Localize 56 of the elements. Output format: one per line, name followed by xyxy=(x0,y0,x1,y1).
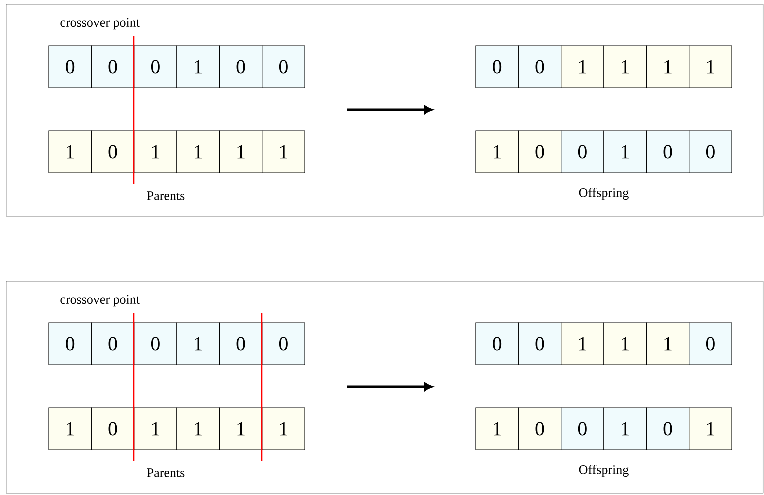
crossover-label: crossover point xyxy=(59,294,141,308)
bit-cell: 1 xyxy=(219,130,263,174)
bit-cell: 1 xyxy=(262,408,306,450)
bit-cell: 0 xyxy=(134,46,178,88)
bit-cell: 0 xyxy=(262,322,306,366)
bit-cell: 0 xyxy=(689,322,732,366)
bit-cell: 1 xyxy=(604,408,647,450)
bit-cell: 1 xyxy=(476,130,519,174)
group-label: Offspring xyxy=(578,187,630,201)
bit-cell: 1 xyxy=(561,322,604,366)
bit-cell: 0 xyxy=(518,408,562,450)
bit-cell: 1 xyxy=(689,46,732,88)
bit-cell: 0 xyxy=(91,408,135,450)
bit-cell: 1 xyxy=(134,130,178,174)
bit-cell: 0 xyxy=(561,408,604,450)
bit-cell: 1 xyxy=(176,46,220,88)
bit-cell: 1 xyxy=(262,130,306,174)
bit-cell: 0 xyxy=(219,46,263,88)
bit-cell: 0 xyxy=(476,46,519,88)
bit-cell: 1 xyxy=(219,408,263,450)
bit-cell: 1 xyxy=(689,408,732,450)
bit-cell: 0 xyxy=(646,130,690,174)
bit-cell: 1 xyxy=(176,130,220,174)
bit-cell: 1 xyxy=(48,130,92,174)
bit-cell: 0 xyxy=(48,322,92,366)
crossover-label: crossover point xyxy=(59,17,141,31)
bit-cell: 1 xyxy=(176,322,220,366)
bit-cell: 1 xyxy=(646,322,690,366)
panel-frame xyxy=(6,281,764,494)
bit-cell: 1 xyxy=(134,408,178,450)
bit-cell: 1 xyxy=(646,46,690,88)
bit-cell: 0 xyxy=(476,322,519,366)
bit-cell: 1 xyxy=(48,408,92,450)
bit-cell: 1 xyxy=(604,130,647,174)
bit-cell: 0 xyxy=(646,408,690,450)
bit-cell: 0 xyxy=(134,322,178,366)
bit-cell: 0 xyxy=(561,130,604,174)
bit-cell: 0 xyxy=(518,322,562,366)
bit-cell: 0 xyxy=(91,130,135,174)
bit-cell: 1 xyxy=(604,322,647,366)
bit-cell: 1 xyxy=(476,408,519,450)
group-label: Parents xyxy=(146,468,186,478)
bit-cell: 0 xyxy=(91,46,135,88)
bit-cell: 0 xyxy=(518,130,562,174)
bit-cell: 0 xyxy=(219,322,263,366)
panel-frame xyxy=(6,4,764,217)
bit-cell: 1 xyxy=(604,46,647,88)
group-label: Parents xyxy=(146,190,186,202)
bit-cell: 1 xyxy=(561,46,604,88)
group-label: Offspring xyxy=(578,464,630,478)
bit-cell: 0 xyxy=(48,46,92,88)
bit-cell: 0 xyxy=(689,130,732,174)
bit-cell: 0 xyxy=(518,46,562,88)
bit-cell: 1 xyxy=(176,408,220,450)
bit-cell: 0 xyxy=(91,322,135,366)
bit-cell: 0 xyxy=(262,46,306,88)
